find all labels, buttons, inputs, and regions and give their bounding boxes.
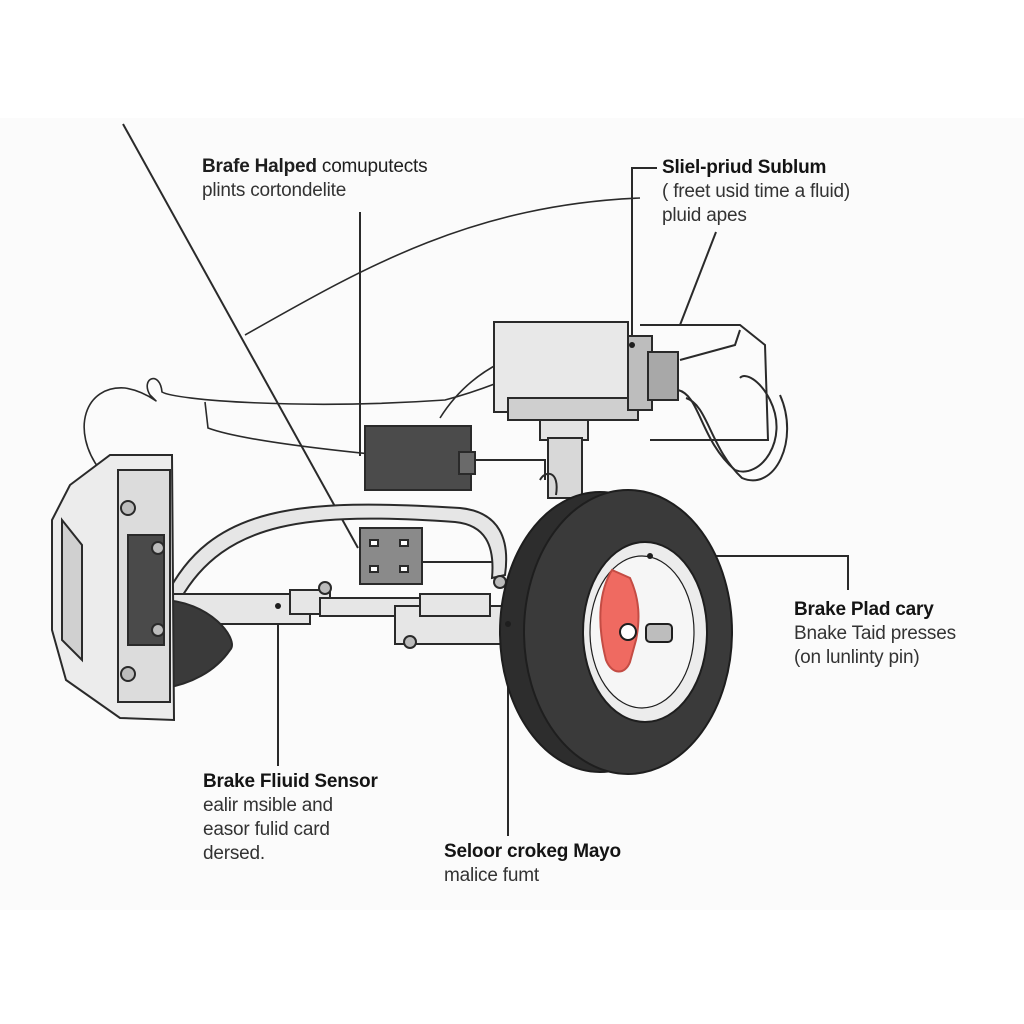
- callout-right: Brake Plad cary Bnake Taid presses (on l…: [794, 598, 956, 670]
- callout-bottom-left-title: Brake Fliuid Sensor: [203, 771, 378, 792]
- callout-top-right-line2: ( freet usid time a fluid): [662, 181, 851, 202]
- callout-top-right: Sliel-priud Sublum ( freet usid time a f…: [662, 156, 850, 228]
- callout-top-left-title-rest: comuputects: [316, 156, 428, 177]
- control-module: [364, 425, 546, 491]
- leader-lines: [122, 123, 849, 836]
- callout-top-left-title-line: Brafe Halped comuputects: [202, 155, 428, 179]
- callout-right-title: Brake Plad cary: [794, 599, 934, 620]
- callout-bottom-left-line3: easor fulid card: [203, 819, 330, 840]
- car-body-outline: [83, 197, 641, 471]
- callout-top-right-line3: pluid apes: [662, 205, 747, 226]
- leader-line-top-right: [631, 167, 657, 345]
- leader-line-diagonal: [122, 123, 359, 549]
- axle-assembly: [149, 503, 508, 649]
- callout-right-line2: Bnake Taid presses: [794, 623, 956, 644]
- callout-bottom-left-line2: ealir msible and: [203, 795, 333, 816]
- callout-bottom-left: Brake Fliuid Sensor ealir msible and eas…: [203, 770, 378, 866]
- wheel: [499, 489, 733, 775]
- callout-top-left-line2: plints cortondelite: [202, 180, 347, 201]
- brake-hoses: [539, 375, 789, 496]
- callout-top-left-title: Brafe Halped: [202, 156, 317, 177]
- brake-rotor-accent: [599, 568, 640, 673]
- sensor-box: [359, 527, 498, 585]
- callout-top-left: Brafe Halped comuputects plints cortonde…: [202, 155, 428, 203]
- callout-bottom-title: Seloor crokeg Mayo: [444, 841, 621, 862]
- callout-bottom-line2: malice fumt: [444, 865, 539, 886]
- leader-endpoints: [275, 342, 653, 627]
- callout-top-right-title: Sliel-priud Sublum: [662, 157, 827, 178]
- leader-line-fluid: [679, 231, 717, 326]
- left-brake-plate: [51, 454, 233, 722]
- callout-bottom-left-line4: dersed.: [203, 843, 265, 864]
- master-cylinder: [493, 321, 770, 499]
- callout-bottom: Seloor crokeg Mayo malice fumt: [444, 840, 621, 888]
- callout-right-line3: (on lunlinty pin): [794, 647, 920, 668]
